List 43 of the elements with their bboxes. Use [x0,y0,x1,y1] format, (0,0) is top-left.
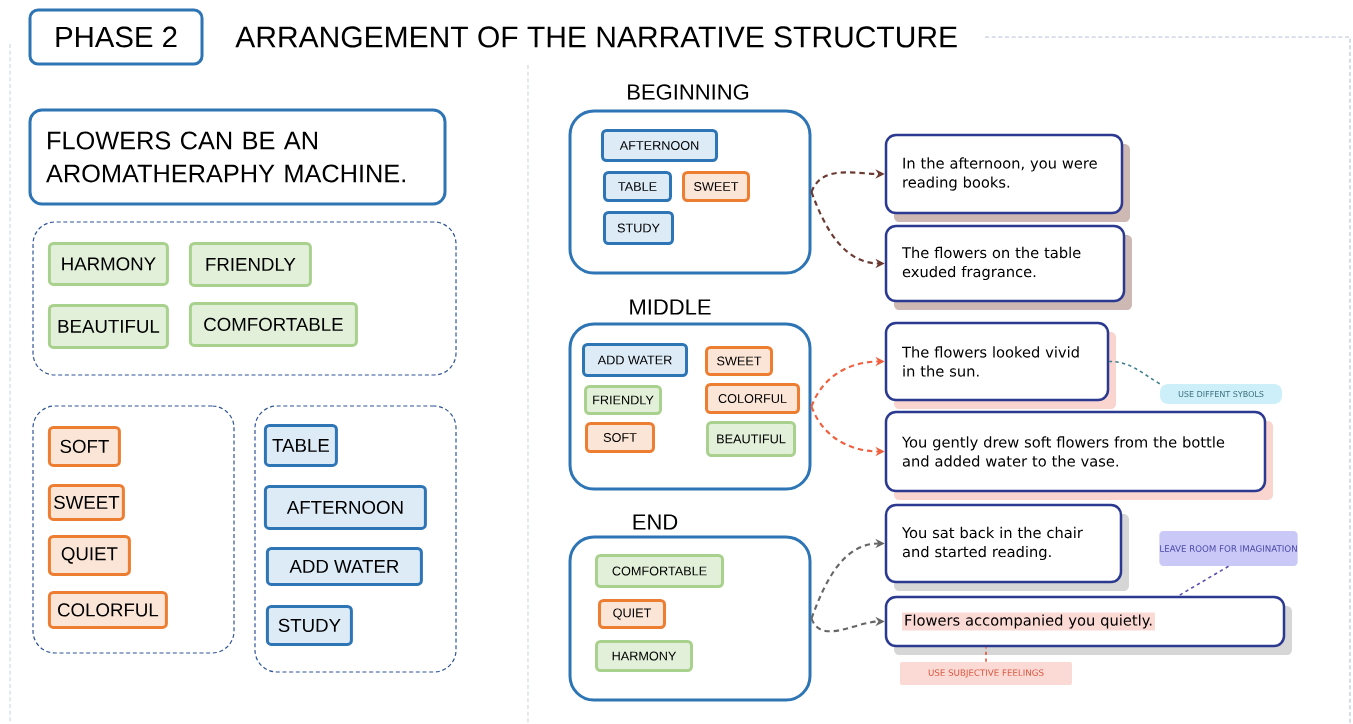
word-tag: COMFORTABLE [188,301,358,347]
note-tag: USE DIFFENT SYBOLS [1160,384,1282,404]
sentence-card: You sat back in the chair and started reading. [884,503,1129,591]
word-tag: SWEET [682,171,750,202]
heading: BEGINNING [628,84,749,100]
word-tag: HARMONY [47,241,169,286]
word-tag: FRIENDLY [188,241,312,287]
word-tag: HARMONY [595,640,693,672]
word-tag: QUIET [47,534,131,576]
sentence-card: The flowers on the table exuded fragrance. [884,224,1132,310]
word-tag: QUIET [598,599,666,629]
word-tag: TABLE [263,423,338,467]
word-tag: SOFT [585,422,655,453]
word-tag: SOFT [47,425,121,467]
word-tag: FRIENDLY [584,385,662,415]
word-tag: STUDY [265,604,353,646]
note-tag: USE SUBJECTIVE FEELINGS [900,662,1072,685]
sentence-card: The flowers looked vivid in the sun. [884,321,1116,409]
sentence-card: Flowers accompanied you quietly. [884,595,1292,655]
statement-box: FLOWERS CAN BE AN AROMATHERAPHY MACHINE. [28,108,447,206]
word-tag: COLORFUL [47,590,168,629]
word-tag: TABLE [603,171,672,202]
word-tag: COMFORTABLE [595,554,724,588]
word-tag: AFTERNOON [601,129,718,162]
sentence-card: In the afternoon, you were reading books. [884,133,1130,222]
word-tag: SWEET [47,483,125,521]
leader-line [985,646,987,663]
heading: MIDDLE [630,299,711,315]
word-tag: ADD WATER [265,546,423,586]
word-tag: SWEET [705,346,773,376]
word-tag: BEAUTIFUL [47,303,169,349]
title: ARRANGEMENT OF THE NARRATIVE STRUCTURE [235,26,957,48]
heading: END [633,514,678,530]
note-tag: LEAVE ROOM FOR IMAGINATION [1159,531,1298,566]
word-tag: STUDY [603,211,674,245]
word-tag: BEAUTIFUL [706,421,796,457]
word-tag: ADD WATER [582,343,688,377]
sentence-card: You gently drew soft flowers from the bottle and added water to the vase. [884,410,1273,500]
phase-box: PHASE 2 [28,8,204,66]
word-tag: AFTERNOON [263,484,427,530]
leader-line [1108,360,1161,385]
word-tag: COLORFUL [705,383,800,414]
leader-line [1177,565,1230,597]
